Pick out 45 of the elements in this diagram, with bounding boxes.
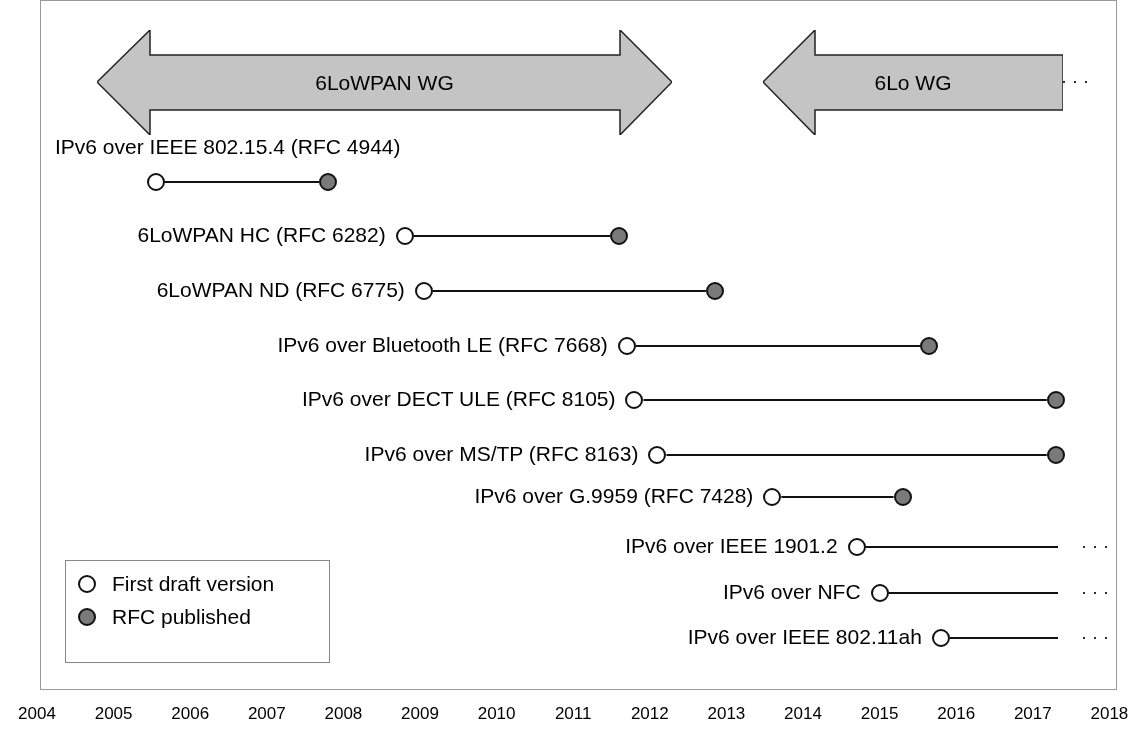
timeline-line [887, 592, 1059, 594]
double-arrow [97, 30, 672, 135]
timeline-line [634, 345, 922, 347]
axis-tick-label: 2016 [937, 705, 976, 722]
axis-tick-label: 2005 [94, 705, 133, 722]
axis-tick-label: 2006 [171, 705, 210, 722]
axis-tick-label: 2007 [247, 705, 286, 722]
series-label: IPv6 over MS/TP (RFC 8163) [364, 443, 639, 464]
left-arrow [763, 30, 1063, 135]
legend-label: First draft version [112, 573, 275, 594]
arrow-label: 6LoWPAN WG [315, 69, 454, 96]
axis-tick-label: 2012 [630, 705, 669, 722]
timeline-line [163, 181, 321, 183]
axis-tick-label: 2013 [707, 705, 746, 722]
axis-tick-label: 2010 [477, 705, 516, 722]
timeline-line [665, 454, 1048, 456]
series-label: IPv6 over IEEE 1901.2 [625, 535, 838, 556]
series-label: IPv6 over Bluetooth LE (RFC 7668) [277, 334, 608, 355]
legend-label: RFC published [112, 606, 251, 627]
continuation-dots: · · · [1061, 72, 1089, 90]
series-label: IPv6 over IEEE 802.11ah [687, 626, 922, 647]
axis-tick-label: 2004 [18, 705, 56, 722]
timeline-line [864, 546, 1059, 548]
axis-tick-label: 2009 [401, 705, 439, 722]
series-label: 6LoWPAN ND (RFC 6775) [156, 279, 405, 300]
series-label: IPv6 over NFC [722, 581, 861, 602]
series-label: IPv6 over IEEE 802.15.4 (RFC 4944) [55, 136, 401, 157]
continuation-dots: · · · [1081, 537, 1109, 555]
series-label: IPv6 over G.9959 (RFC 7428) [474, 485, 754, 506]
axis-tick-label: 2014 [784, 705, 822, 722]
continuation-dots: · · · [1081, 583, 1109, 601]
series-label: 6LoWPAN HC (RFC 6282) [137, 224, 386, 245]
axis-tick-label: 2015 [860, 705, 899, 722]
timeline-line [431, 290, 707, 292]
timeline-line [780, 496, 895, 498]
axis-tick-label: 2018 [1090, 705, 1129, 722]
timeline-line [948, 637, 1059, 639]
timeline-line [642, 399, 1048, 401]
series-label: IPv6 over DECT ULE (RFC 8105) [301, 388, 616, 409]
arrow-label: 6Lo WG [874, 69, 952, 96]
timeline-line [412, 235, 612, 237]
axis-tick-label: 2017 [1013, 705, 1052, 722]
continuation-dots: · · · [1081, 628, 1109, 646]
axis-tick-label: 2008 [324, 705, 363, 722]
axis-tick-label: 2011 [554, 705, 592, 722]
